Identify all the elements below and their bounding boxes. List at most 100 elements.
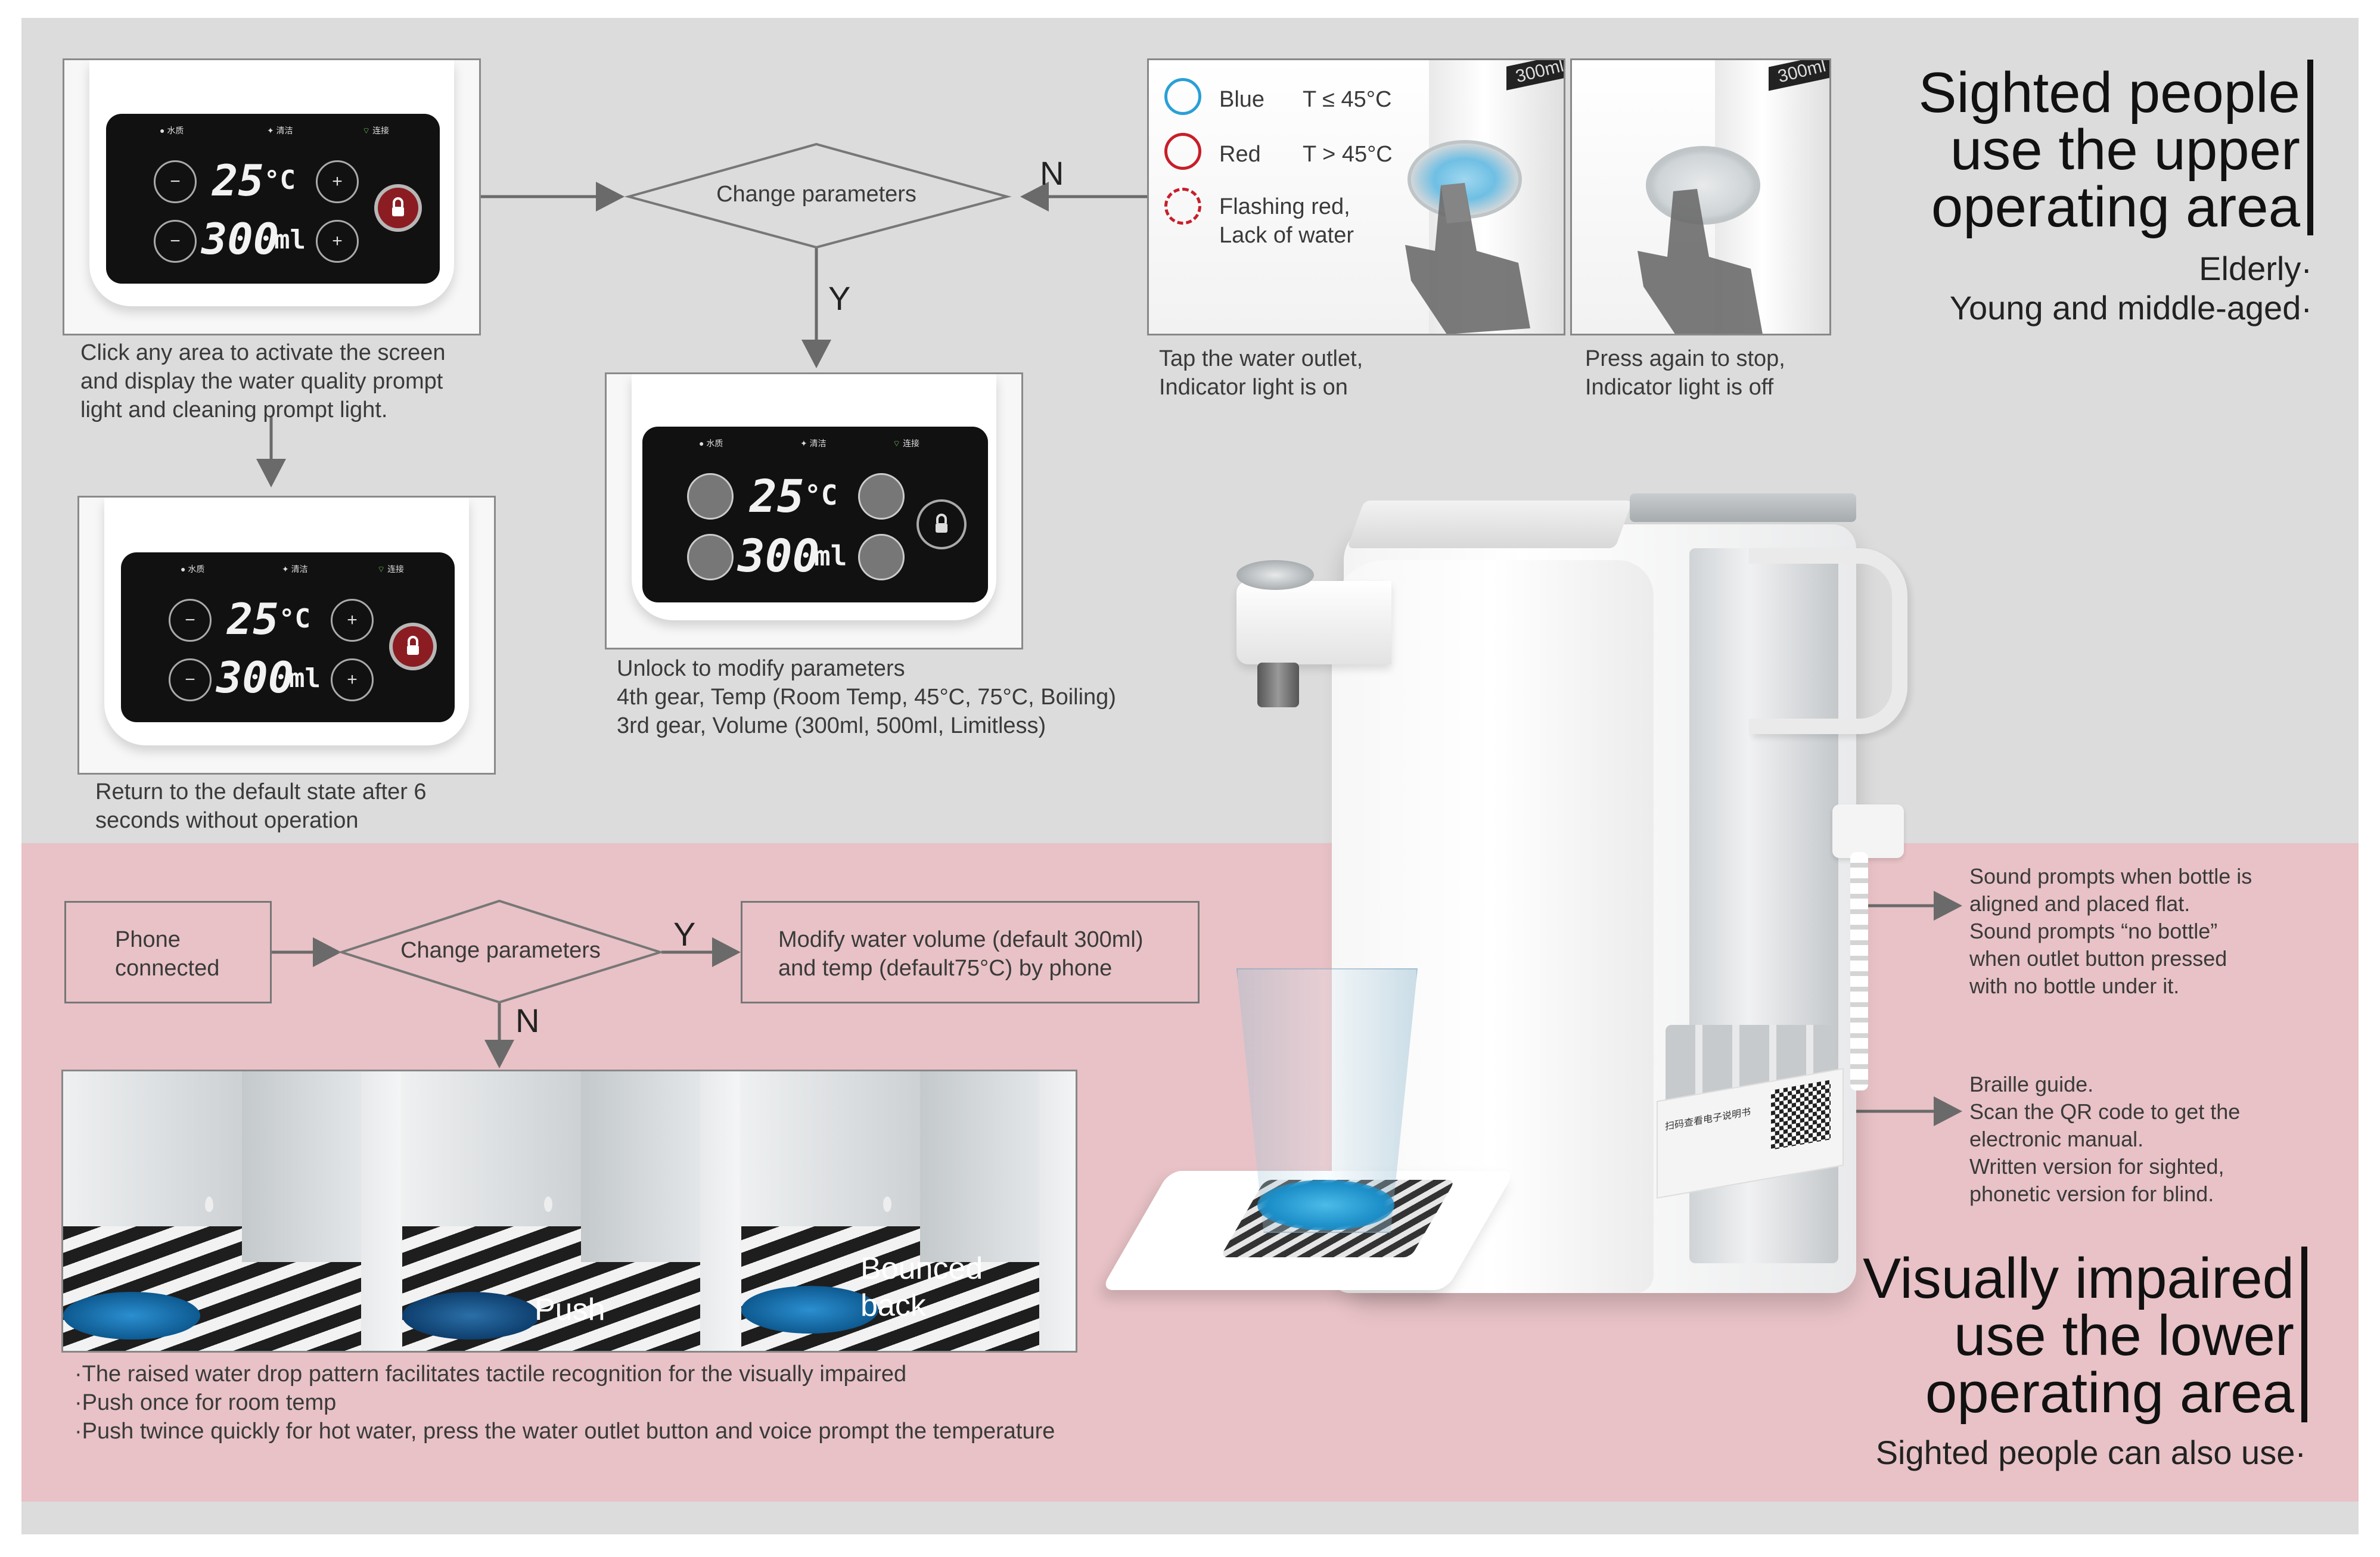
lower-area-title: Visually impaired use the lower operatin…: [1863, 1247, 2294, 1425]
finger-tap-icon: [1405, 183, 1530, 334]
tank-lid: [1630, 493, 1856, 522]
volume-value: 300: [201, 214, 279, 264]
lock-button-unlocked[interactable]: [916, 499, 967, 549]
power-cord: [1850, 852, 1868, 1090]
water-dispenser-product: 扫码查看电子说明书: [1101, 493, 1907, 1299]
decision-yes-label: Y: [828, 279, 851, 317]
screen-panel-default: ● 水质 ✦ 清洁 ⌔ 连接 − 25 °C + − 300 ml +: [77, 496, 496, 775]
volume-minus-button[interactable]: [687, 534, 734, 580]
legend-flashing-rule: Lack of water: [1219, 223, 1354, 248]
caption-tap-outlet: Tap the water outlet, Indicator light is…: [1159, 346, 1363, 400]
temp-minus-button[interactable]: [687, 473, 734, 520]
lock-icon: [936, 514, 947, 533]
blue-button[interactable]: [741, 1286, 878, 1334]
finger-press-icon: [1638, 189, 1763, 334]
lock-button[interactable]: [374, 184, 422, 232]
cleaning-indicator: ✦ 清洁: [800, 439, 827, 448]
volume-plus-button[interactable]: [858, 534, 905, 580]
legend-red-rule: T > 45°C: [1303, 142, 1393, 167]
legend-blue-ring: [1164, 78, 1201, 115]
caption-activate: Click any area to activate the screen an…: [80, 340, 446, 422]
title-bar-lower: [2301, 1247, 2307, 1422]
volume-unit: ml: [274, 225, 306, 255]
photo-button-push: Push: [402, 1071, 740, 1351]
lock-icon: [392, 197, 404, 216]
wifi-label: 连接: [372, 126, 390, 135]
wifi-indicator: ⌔ 连接: [893, 439, 920, 448]
volume-minus-button[interactable]: −: [169, 658, 212, 701]
qr-code-icon[interactable]: [1771, 1080, 1831, 1150]
blue-button-pressed[interactable]: [402, 1292, 539, 1340]
water-quality-indicator: ● 水质: [160, 126, 184, 135]
wifi-indicator: ⌔ 连接: [362, 126, 390, 135]
control-screen: ● 水质 ✦ 清洁 ⌔ 连接 − 25 °C + − 300 ml +: [121, 552, 455, 722]
water-drop-icon: [883, 1197, 891, 1212]
temp-value: 25: [227, 594, 279, 644]
temp-minus-button[interactable]: −: [169, 599, 212, 642]
note-sound-prompts: Sound prompts when bottle is aligned and…: [1969, 864, 2252, 998]
outlet-top-button[interactable]: [1236, 560, 1314, 590]
power-plug: [1832, 804, 1904, 858]
control-screen: ● 水质 ✦ 清洁 ⌔ 连接 25 °C 300 ml: [642, 427, 988, 602]
water-quality-indicator: ● 水质: [181, 564, 205, 574]
legend-flashing-label: Flashing red,: [1219, 194, 1350, 219]
legend-flashing-ring: [1164, 188, 1201, 225]
decision-no-label-phone: N: [515, 1002, 540, 1039]
volume-unit: ml: [289, 663, 321, 694]
outlet-press-photo: 300ml: [1570, 58, 1831, 335]
decision-change-parameters-phone: Change parameters: [400, 938, 601, 963]
blue-button[interactable]: [63, 1292, 200, 1340]
lock-icon: [407, 636, 419, 655]
screen-panel-activated: ● 水质 ✦ 清洁 ⌔ 连接 − 25 °C + − 300 ml +: [63, 58, 481, 335]
temp-plus-button[interactable]: +: [331, 599, 374, 642]
temp-unit: °C: [264, 165, 296, 195]
carry-handle: [1749, 548, 1907, 734]
dispenser-wall: [242, 1071, 361, 1262]
legend-blue-label: Blue: [1219, 87, 1265, 112]
volume-value: 300: [216, 652, 294, 703]
blue-indicator-glow: [1257, 1180, 1394, 1230]
temp-plus-button[interactable]: [858, 473, 905, 520]
photo-button-rest: [63, 1071, 400, 1351]
caption-press-stop: Press again to stop, Indicator light is …: [1585, 346, 1785, 400]
phone-connected-label: Phone connected: [115, 927, 220, 981]
phone-connected-box: Phone connected: [64, 901, 272, 1003]
temp-plus-button[interactable]: +: [316, 160, 359, 203]
volume-plus-button[interactable]: +: [316, 220, 359, 263]
outlet-tap-photo: 300ml Blue T ≤ 45°C Red T > 45°C Flashin…: [1147, 58, 1565, 335]
control-screen: ● 水质 ✦ 清洁 ⌔ 连接 − 25 °C + − 300 ml +: [106, 114, 440, 284]
water-drop-icon: [205, 1197, 213, 1212]
label-plate-text: 扫码查看电子说明书: [1665, 1107, 1751, 1133]
legend-blue-rule: T ≤ 45°C: [1303, 87, 1392, 112]
volume-plus-button[interactable]: +: [331, 658, 374, 701]
volume-unit: ml: [814, 540, 847, 572]
caption-unlock-parameters: Unlock to modify parameters 4th gear, Te…: [617, 656, 1116, 738]
temp-unit: °C: [804, 479, 838, 511]
lock-button[interactable]: [389, 623, 437, 670]
cleaning-indicator: ✦ 清洁: [267, 126, 293, 135]
upper-area-audience-2: Young and middle-aged·: [1949, 289, 2312, 327]
tactile-button-photo-strip: Push Bounced back: [61, 1070, 1077, 1353]
temp-unit: °C: [279, 604, 310, 634]
dispenser-wall: [920, 1071, 1039, 1262]
bounced-back-label: Bounced back: [860, 1251, 983, 1323]
decision-change-parameters: Change parameters: [716, 182, 916, 207]
wifi-indicator: ⌔ 连接: [377, 564, 405, 574]
dispenser-wall: [581, 1071, 700, 1262]
footer-background: [21, 1502, 2359, 1534]
temp-minus-button[interactable]: −: [154, 160, 197, 203]
outlet-button-off[interactable]: [1649, 150, 1757, 221]
decision-yes-label-phone: Y: [673, 915, 696, 953]
caption-return-default: Return to the default state after 6 seco…: [95, 779, 427, 833]
cleaning-indicator: ✦ 清洁: [282, 564, 308, 574]
outlet-arm: [1236, 581, 1391, 664]
decision-no-label: N: [1040, 154, 1064, 192]
wifi-label: 连接: [903, 439, 920, 448]
temp-value: 25: [750, 470, 804, 523]
water-quality-indicator: ● 水质: [699, 439, 723, 448]
water-spout: [1257, 663, 1299, 707]
volume-minus-button[interactable]: −: [154, 220, 197, 263]
screen-panel-unlocked: ● 水质 ✦ 清洁 ⌔ 连接 25 °C 300 ml: [605, 372, 1023, 649]
legend-red-label: Red: [1219, 142, 1261, 167]
phone-modify-box: Modify water volume (default 300ml) and …: [741, 901, 1200, 1003]
